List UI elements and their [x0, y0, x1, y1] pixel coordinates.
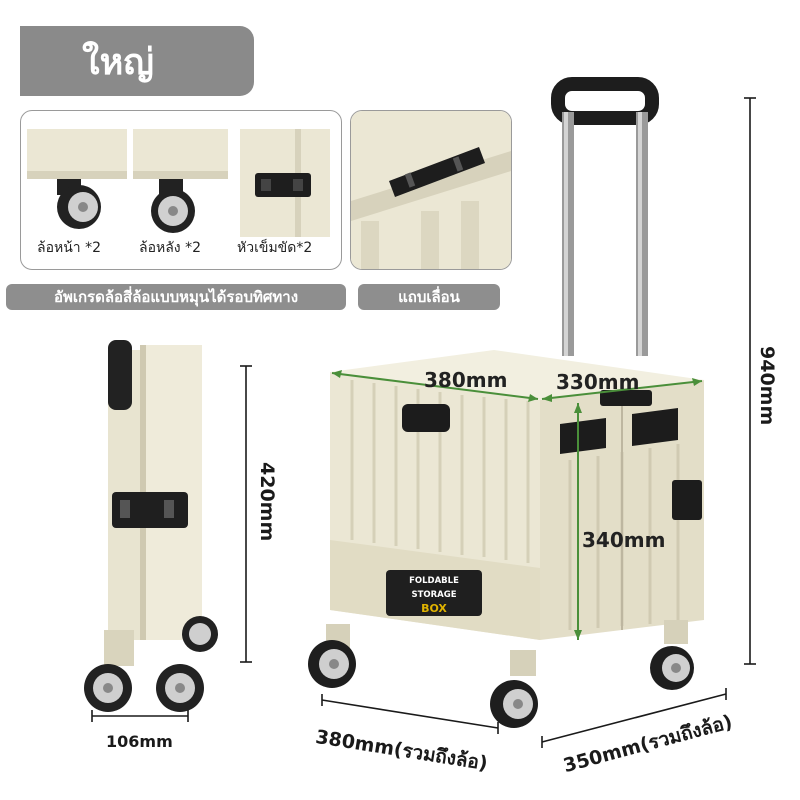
top-width-label: 380mm [424, 368, 508, 392]
total-height-label: 940mm [756, 346, 778, 426]
folded-height-label: 420mm [256, 462, 278, 542]
buckle-icon [240, 129, 330, 237]
storage-box-image [308, 350, 704, 728]
size-title: ใหญ่ [82, 41, 154, 83]
slider-caption-text: แถบเลื่อน [398, 288, 460, 306]
box-label-line2: BOX [421, 602, 447, 615]
slider-caption: แถบเลื่อน [358, 284, 500, 310]
slider-feature-panel [350, 110, 512, 270]
rear-wheel-icon [133, 129, 228, 233]
box-height-label: 340mm [582, 528, 666, 552]
wheels-upgrade-caption-text: อัพเกรดล้อสี่ล้อแบบหมุนได้รอบทิศทาง [53, 288, 299, 306]
top-depth-label: 330mm [556, 370, 640, 394]
front-wheel-icon [27, 129, 127, 229]
wheels-upgrade-caption: อัพเกรดล้อสี่ล้อแบบหมุนได้รอบทิศทาง [6, 284, 346, 310]
telescopic-handle [551, 77, 659, 356]
buckle-label: หัวเข็มขัด*2 [237, 240, 313, 256]
size-title-badge: ใหญ่ [20, 26, 254, 96]
wheels-feature-panel: ล้อหน้า *2 ล้อหลัง *2 หัวเข็มขัด*2 [20, 110, 342, 270]
box-label: FOLDABLE STORAGE BOX [386, 574, 482, 616]
folded-cart-image [84, 340, 218, 712]
rear-wheel-label: ล้อหลัง *2 [139, 240, 201, 256]
front-wheel-label: ล้อหน้า *2 [37, 240, 102, 256]
box-label-line1: FOLDABLE STORAGE [409, 576, 459, 600]
folded-width-label: 106mm [106, 732, 173, 751]
slider-rail-icon [351, 111, 511, 269]
